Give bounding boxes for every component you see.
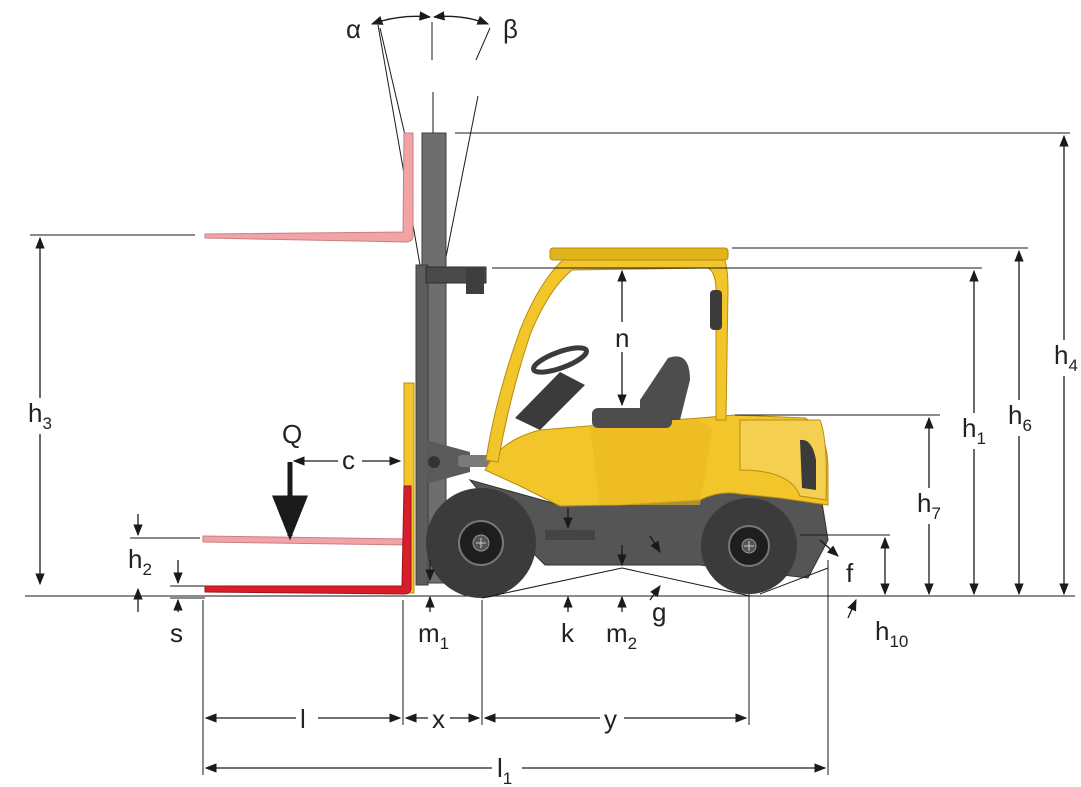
label-n: n: [615, 323, 629, 353]
lowered-fork: [204, 485, 412, 595]
label-l: l: [300, 704, 306, 734]
clearance-lines: [481, 567, 829, 599]
label-h4: h4: [1054, 340, 1078, 375]
rear-wheel: [701, 498, 797, 594]
bottom-dimension-ext: [202, 560, 829, 775]
label-h1: h1: [962, 413, 986, 448]
label-y: y: [604, 704, 617, 734]
label-s: s: [170, 618, 183, 648]
label-h10: h10: [875, 616, 908, 651]
label-g: g: [652, 597, 666, 627]
label-m1: m1: [418, 618, 449, 653]
mid-fork: [202, 535, 411, 546]
label-c: c: [342, 445, 355, 475]
truck-body: [484, 414, 829, 507]
label-m2: m2: [606, 618, 637, 653]
extension-lines: [30, 132, 1070, 599]
label-x: x: [432, 704, 445, 734]
label-l1: l1: [497, 753, 512, 787]
label-alpha: α: [346, 14, 361, 44]
steering-and-seat: [515, 345, 690, 430]
label-h3: h3: [28, 398, 52, 433]
front-wheel: [426, 488, 536, 598]
label-Q: Q: [282, 419, 302, 449]
label-f: f: [846, 558, 854, 588]
overhead-guard: [485, 247, 729, 463]
label-h6: h6: [1008, 400, 1032, 435]
label-beta: β: [503, 14, 518, 44]
small-arrows: [133, 508, 857, 619]
label-h2: h2: [128, 544, 152, 579]
label-k: k: [561, 618, 575, 648]
tilt-cylinder: [426, 440, 496, 484]
label-h7: h7: [917, 488, 941, 523]
raised-fork: [204, 132, 414, 243]
